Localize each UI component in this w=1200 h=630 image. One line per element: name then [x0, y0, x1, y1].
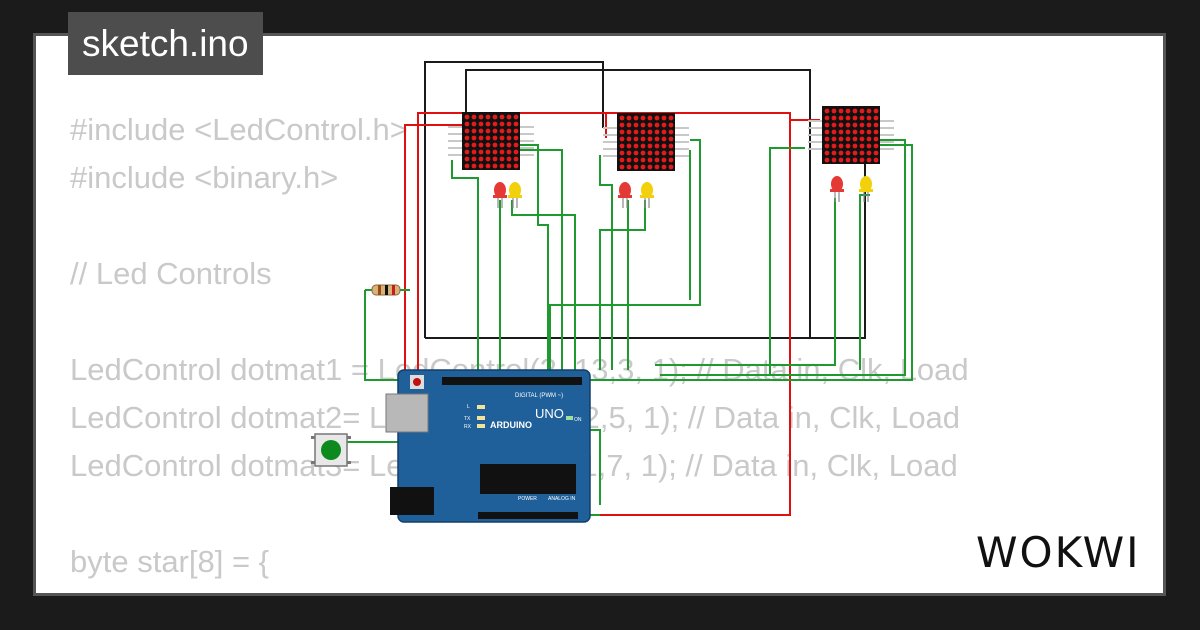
power-label: POWER	[518, 496, 537, 502]
led-red-2	[618, 182, 632, 208]
led-yellow-3	[859, 176, 873, 202]
code-line: B00011000, B00011000, B00111100, B111111…	[70, 586, 1043, 593]
code-line: #include <LedControl.h>	[70, 112, 408, 147]
led-yellow-1	[508, 182, 522, 208]
arduino-uno-board: DIGITAL (PWM ~) UNO ARDUINO POWER ANALOG…	[385, 369, 591, 523]
l-label: L	[467, 404, 470, 410]
push-button	[311, 433, 351, 467]
code-line: // Led Controls	[70, 256, 272, 291]
code-listing: #include <LedControl.h> #include <binary.…	[70, 106, 1043, 593]
tx-label: TX	[464, 416, 471, 422]
dot-matrix-2	[603, 113, 689, 171]
wokwi-logo: WOKWI	[976, 528, 1141, 577]
rx-label: RX	[464, 424, 472, 430]
led-yellow-2	[640, 182, 654, 208]
uno-label: UNO	[535, 406, 564, 421]
on-label: ON	[574, 417, 582, 423]
file-title: sketch.ino	[68, 12, 263, 75]
led-red-3	[830, 176, 844, 202]
dot-matrix-3	[808, 106, 894, 164]
dot-matrix-1	[448, 112, 534, 170]
analog-label: ANALOG IN	[548, 496, 576, 502]
black-wires	[424, 61, 866, 339]
resistor	[371, 284, 401, 296]
code-line: #include <binary.h>	[70, 160, 339, 195]
code-line: byte star[8] = {	[70, 544, 270, 579]
digital-label: DIGITAL (PWM ~)	[515, 393, 563, 399]
led-red-1	[493, 182, 507, 208]
arduino-label: ARDUINO	[490, 420, 532, 430]
